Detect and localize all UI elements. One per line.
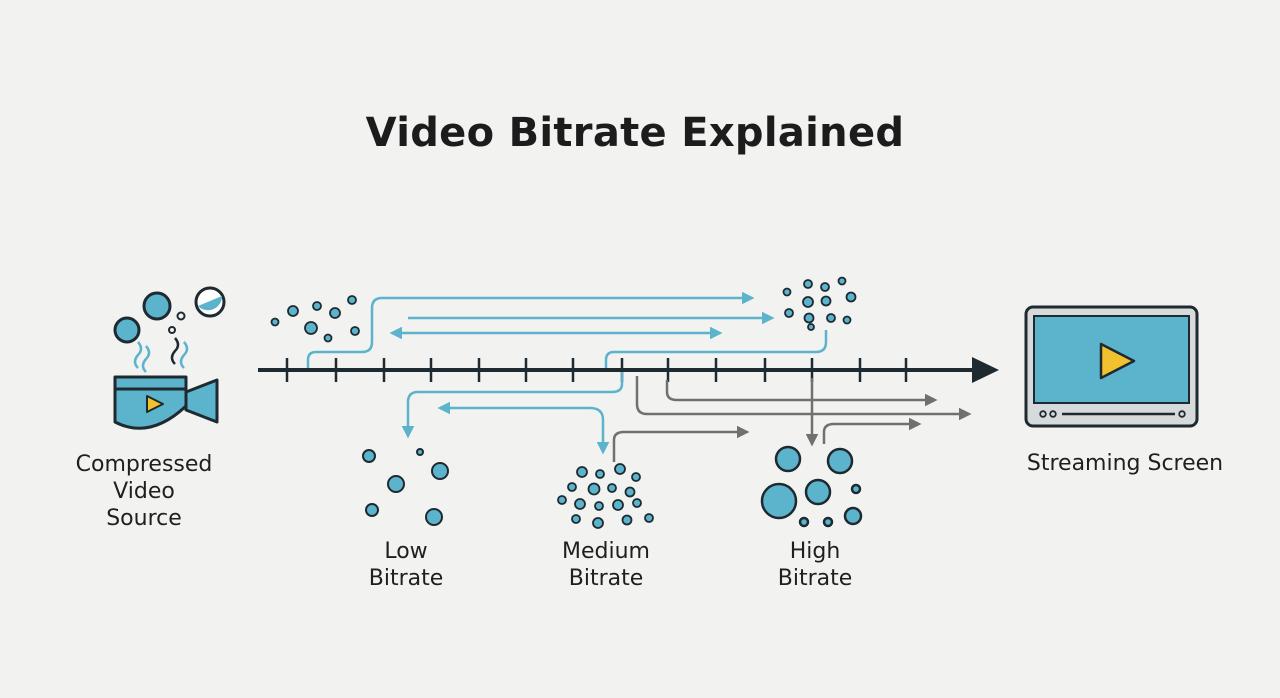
lower-flow-arrows [401, 372, 624, 455]
low-bitrate-label-line-2: Bitrate [368, 566, 444, 591]
upper-right-dots [782, 276, 857, 331]
high-bitrate-label-line-1: High [789, 539, 841, 564]
low-bitrate-label: Low Bitrate [346, 538, 466, 592]
gray-flow-arrows [612, 376, 972, 462]
page-title: Video Bitrate Explained [365, 110, 905, 156]
high-bitrate-dots [760, 445, 863, 528]
low-bitrate-label-line-1: Low [384, 539, 428, 564]
screen-label: Streaming Screen [1026, 451, 1224, 476]
medium-bitrate-label-line-2: Bitrate [568, 566, 644, 591]
medium-bitrate-label-line-1: Medium [562, 539, 650, 564]
upper-left-dots [270, 295, 360, 343]
source-label-line-1: Compressed [75, 452, 213, 477]
source-label-line-3: Source [106, 506, 182, 531]
low-bitrate-dots [362, 448, 449, 526]
source-label-line-2: Video [113, 479, 175, 504]
high-bitrate-label: High Bitrate [750, 538, 880, 592]
medium-bitrate-dots [557, 463, 654, 529]
play-screen-icon [1024, 305, 1199, 428]
upper-flow-arrows [306, 291, 828, 368]
timeline [258, 357, 999, 383]
high-bitrate-label-line-2: Bitrate [777, 566, 853, 591]
medium-bitrate-label: Medium Bitrate [536, 538, 676, 592]
source-label: Compressed Video Source [54, 451, 234, 532]
video-camera-icon [113, 286, 226, 430]
timeline-ticks [285, 358, 908, 382]
